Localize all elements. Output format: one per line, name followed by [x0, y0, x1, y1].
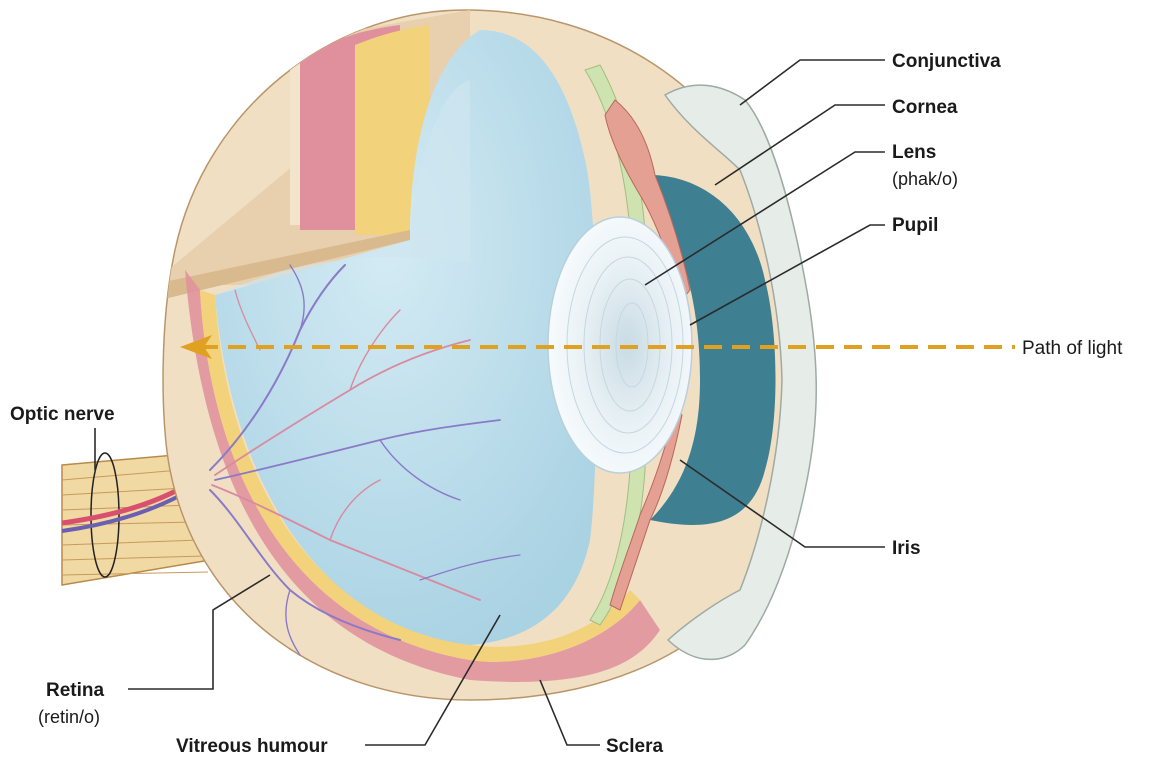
label-path-of-light: Path of light	[1022, 338, 1123, 359]
label-pupil: Pupil	[892, 215, 938, 236]
label-retina-root: (retin/o)	[38, 707, 100, 727]
label-lens-root: (phak/o)	[892, 169, 958, 189]
label-optic-nerve: Optic nerve	[10, 404, 115, 425]
label-lens: Lens	[892, 142, 936, 163]
label-retina: Retina	[46, 680, 105, 701]
label-vitreous-humour: Vitreous humour	[176, 736, 328, 757]
label-sclera: Sclera	[606, 736, 663, 757]
label-conjunctiva: Conjunctiva	[892, 51, 1001, 72]
leader-conjunctiva	[740, 60, 885, 105]
label-iris: Iris	[892, 538, 921, 559]
label-cornea: Cornea	[892, 97, 958, 118]
